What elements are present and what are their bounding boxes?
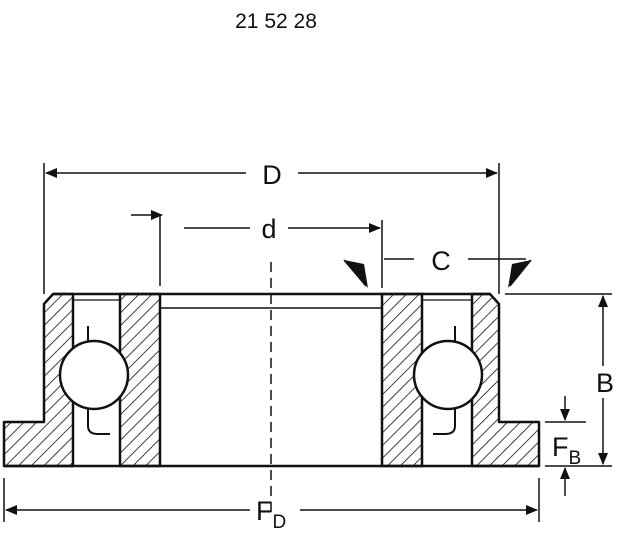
dimension-d-label: d — [261, 214, 276, 244]
dimension-FD-label: FD — [256, 496, 286, 533]
dimension-FB-main: F — [552, 432, 569, 462]
dimension-D-label: D — [262, 160, 282, 190]
dimension-B-label: B — [596, 368, 614, 398]
dimension-FB-sub: B — [569, 448, 582, 469]
ball-right — [412, 339, 484, 411]
reference-number: 21 52 28 — [235, 10, 317, 33]
dimension-FB-label: FB — [552, 432, 581, 469]
ball-left — [58, 339, 130, 411]
dimension-C-label: C — [431, 246, 451, 276]
dimension-FD-sub: D — [273, 512, 287, 533]
outer-ring-left — [2, 292, 75, 468]
dimension-FD-main: F — [256, 496, 273, 526]
